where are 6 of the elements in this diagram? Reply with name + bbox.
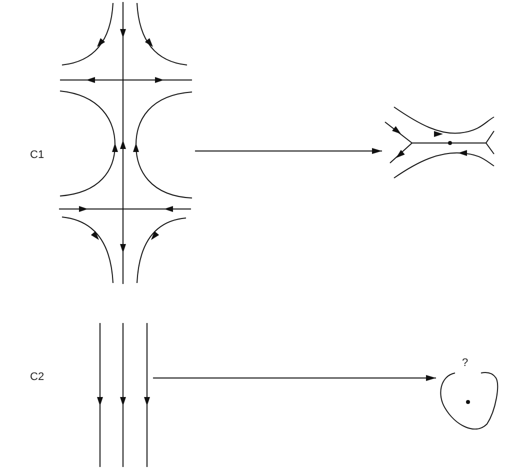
question-mark: ? [462,358,468,369]
arrow [152,375,436,381]
case-label: C1 [30,150,44,161]
phase-portrait-drawing [95,320,153,468]
arrow [194,148,382,154]
case-label: C2 [30,372,44,383]
